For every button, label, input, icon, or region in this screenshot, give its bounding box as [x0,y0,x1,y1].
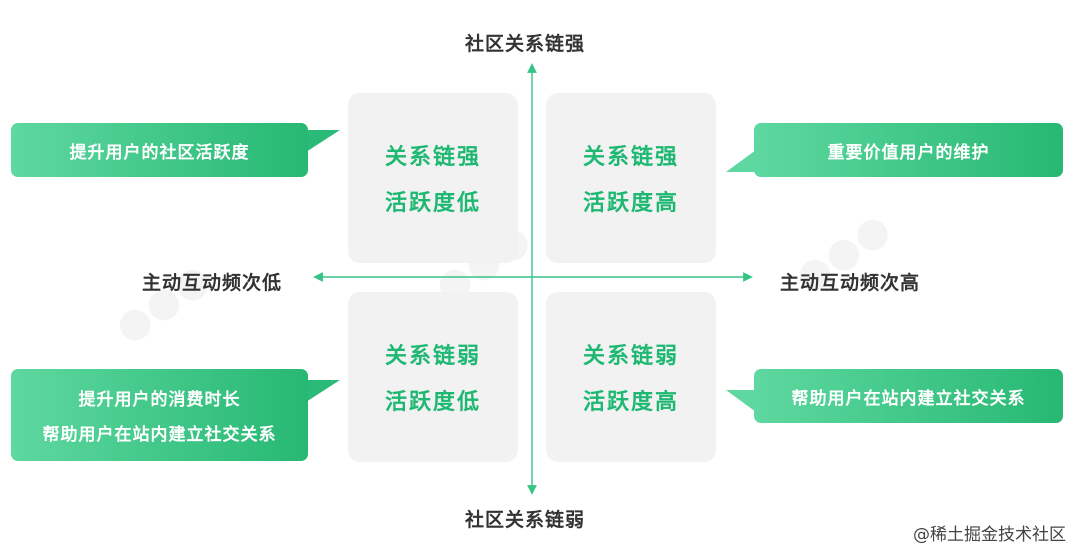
quadrant-line: 活跃度高 [582,390,679,415]
axis-label-top: 社区关系链强 [465,33,586,55]
axis-label-right: 主动互动频次高 [780,272,921,294]
quadrant-line: 活跃度低 [384,390,481,415]
callout-tail-top-right [726,150,756,172]
callout-text: 提升用户的社区活跃度 [69,142,250,163]
quadrant-bottom-right: 关系链弱 活跃度高 [546,292,716,462]
callout-bottom-left: 提升用户的消费时长 帮助用户在站内建立社交关系 [11,369,308,461]
source-credit: @稀土掘金技术社区 [913,525,1066,545]
callout-tail-bottom-right [726,390,756,412]
quadrant-line: 关系链弱 [582,344,679,369]
quadrant-top-right: 关系链强 活跃度高 [546,93,716,263]
quadrant-line: 关系链强 [582,145,679,170]
callout-tail-bottom-left [306,380,340,402]
callout-top-right: 重要价值用户的维护 [754,123,1063,177]
callout-text: 重要价值用户的维护 [827,142,990,163]
quadrant-top-left: 关系链强 活跃度低 [348,93,518,263]
callout-top-left: 提升用户的社区活跃度 [11,123,308,177]
callout-bottom-right: 帮助用户在站内建立社交关系 [754,369,1063,423]
callout-text: 提升用户的消费时长 [78,390,241,410]
callout-tail-top-left [306,130,340,152]
quadrant-line: 活跃度高 [582,191,679,216]
quadrant-line: 关系链弱 [384,344,481,369]
axis-label-bottom: 社区关系链弱 [465,509,586,531]
quadrant-line: 活跃度低 [384,191,481,216]
axis-label-left: 主动互动频次低 [142,272,283,294]
callout-text: 帮助用户在站内建立社交关系 [42,425,277,445]
quadrant-bottom-left: 关系链弱 活跃度低 [348,292,518,462]
callout-text: 帮助用户在站内建立社交关系 [791,388,1026,409]
quadrant-line: 关系链强 [384,145,481,170]
